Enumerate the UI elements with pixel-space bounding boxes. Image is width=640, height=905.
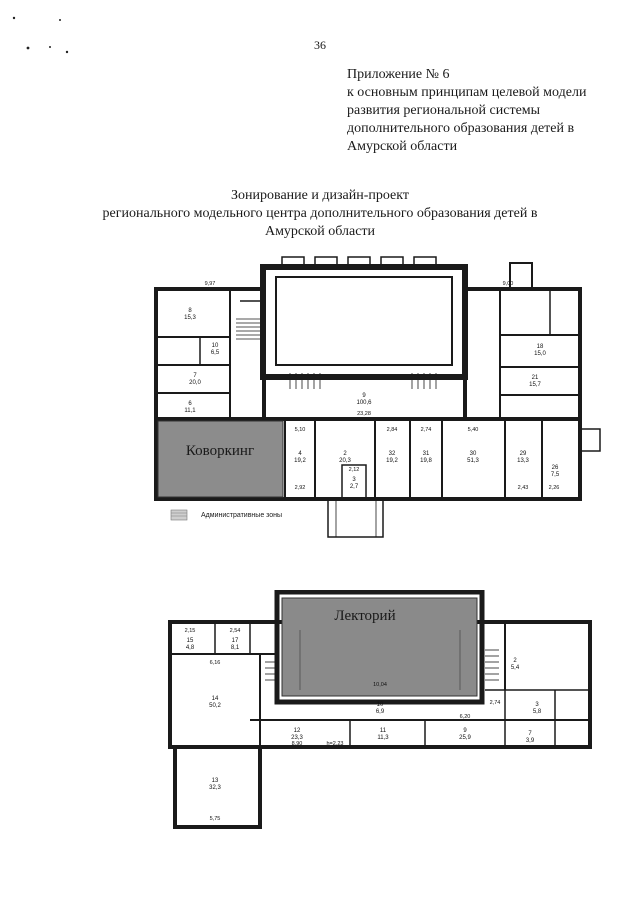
title-line: Амурской области xyxy=(264,224,376,239)
dim-label: 6,20 xyxy=(460,714,471,720)
room-num: 14 xyxy=(212,696,219,702)
room-num: 7 xyxy=(193,373,197,379)
room-num: 8 xyxy=(188,308,192,314)
lecture-hall-zone xyxy=(281,597,478,697)
dim-label: 2,74 xyxy=(421,427,432,433)
document-title: Зонирование и дизайн-проект региональног… xyxy=(60,187,580,241)
room-num: 2 xyxy=(513,658,517,664)
dim-label: 6,16 xyxy=(210,660,221,666)
legend-swatch xyxy=(170,509,188,521)
dim-label: h=2,23 xyxy=(327,741,344,747)
dim-label: 5,75 xyxy=(210,816,221,822)
room-num: 31 xyxy=(423,451,430,457)
room-area: 3,9 xyxy=(526,738,535,744)
room-num: 9 xyxy=(463,728,467,734)
room-area: 4,8 xyxy=(186,645,195,651)
lecture-hall-label: Лекторий xyxy=(334,608,395,624)
room-area: 19,2 xyxy=(294,458,306,464)
appendix-line: развития региональной системы xyxy=(347,103,541,118)
room-num: 3 xyxy=(352,477,356,483)
room-area: 11,3 xyxy=(377,735,389,741)
room-num: 7 xyxy=(528,731,532,737)
room-area: 5,4 xyxy=(511,665,520,671)
room-area: 20,0 xyxy=(189,380,201,386)
appendix-line: дополнительного образования детей в xyxy=(347,121,575,136)
floor-plan-second: Лекторий 14 50,2 13 32,3 12 23,3 11 11,3… xyxy=(168,590,592,829)
room-area: 50,2 xyxy=(209,703,221,709)
room-num: 17 xyxy=(232,638,239,644)
dim-label: 2,92 xyxy=(295,485,306,491)
room-num: 26 xyxy=(552,465,559,471)
dim-label: 10,04 xyxy=(373,682,387,688)
dim-label: 2,84 xyxy=(387,427,398,433)
dim-label: 9,97 xyxy=(205,281,216,287)
dim-label: 2,15 xyxy=(185,628,196,634)
room-area: 7,5 xyxy=(551,472,560,478)
hall-inner xyxy=(275,276,453,366)
room-area: 32,3 xyxy=(209,785,221,791)
room-area: 20,3 xyxy=(339,458,351,464)
title-line: Зонирование и дизайн-проект xyxy=(231,188,409,203)
appendix-block: Приложение № 6 к основным принципам целе… xyxy=(347,66,627,156)
room-num: 29 xyxy=(520,451,527,457)
room-num: 30 xyxy=(470,451,477,457)
dim-label: 2,43 xyxy=(518,485,529,491)
room-num: 32 xyxy=(389,451,396,457)
room-area: 15,7 xyxy=(529,382,541,388)
dim-label: 2,12 xyxy=(349,467,360,473)
right-wing xyxy=(463,287,582,421)
room-num: 4 xyxy=(298,451,302,457)
room-area: 15,0 xyxy=(534,351,546,357)
appendix-line: к основным принципам целевой модели xyxy=(347,85,587,100)
dim-label: 2,26 xyxy=(549,485,560,491)
dim-label: 9,00 xyxy=(503,281,514,287)
coworking-zone xyxy=(157,420,284,498)
coworking-label: Коворкинг xyxy=(186,443,254,459)
room-num: 3 xyxy=(535,702,539,708)
room-num: 21 xyxy=(532,375,539,381)
dim-label: 23,28 xyxy=(357,411,371,417)
room-area: 6,9 xyxy=(376,709,385,715)
room-area: 13,3 xyxy=(517,458,529,464)
room-num: 9 xyxy=(362,393,366,399)
appendix-line: Амурской области xyxy=(347,139,458,154)
room-num: 18 xyxy=(537,344,544,350)
floor-plan-first: Коворкинг 9 100,6 4 19,2 2 20,3 32 19,2 … xyxy=(154,256,601,538)
title-line: регионального модельного центра дополнит… xyxy=(102,206,538,221)
room-area: 51,3 xyxy=(467,458,479,464)
room-num: 10 xyxy=(212,343,219,349)
dim-label: 5,10 xyxy=(295,427,306,433)
room-area: 19,2 xyxy=(386,458,398,464)
scan-marks xyxy=(10,12,80,62)
page-number: 36 xyxy=(314,38,326,52)
room-area: 11,1 xyxy=(184,408,196,414)
room-area: 100,6 xyxy=(356,400,372,406)
dim-label: 8,90 xyxy=(292,741,303,747)
room-num: 2 xyxy=(343,451,347,457)
dim-label: 5,40 xyxy=(468,427,479,433)
room-area: 2,7 xyxy=(350,484,359,490)
room-num: 11 xyxy=(380,728,387,734)
room-area: 23,3 xyxy=(291,735,303,741)
room-num: 10 xyxy=(377,702,384,708)
appendix-line: Приложение № 6 xyxy=(347,67,450,82)
room-area: 15,3 xyxy=(184,315,196,321)
room-area: 6,5 xyxy=(211,350,220,356)
room-area: 8,1 xyxy=(231,645,240,651)
room-num: 13 xyxy=(212,778,219,784)
room-area: 19,8 xyxy=(420,458,432,464)
room-num: 6 xyxy=(188,401,192,407)
room-area: 25,9 xyxy=(459,735,471,741)
legend-label: Административные зоны xyxy=(201,512,283,519)
room-num: 12 xyxy=(294,728,301,734)
room-num: 15 xyxy=(187,638,194,644)
room-area: 5,8 xyxy=(533,709,542,715)
dim-label: 2,54 xyxy=(230,628,241,634)
dim-label: 2,74 xyxy=(490,700,501,706)
scan-specks xyxy=(12,16,69,54)
